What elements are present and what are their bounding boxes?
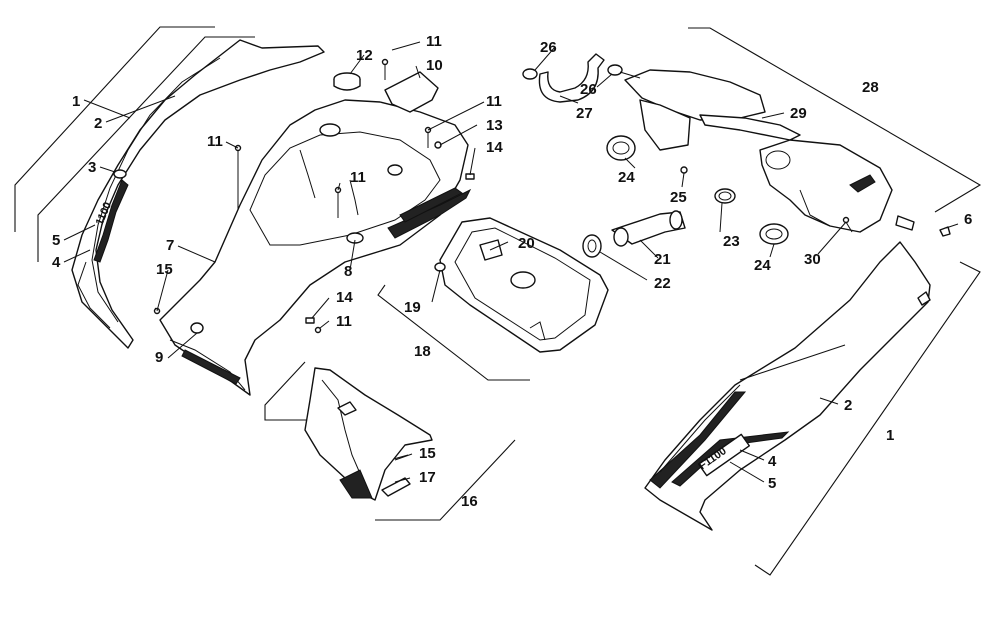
callout-18: 18 <box>414 343 431 360</box>
callout-15-b: 15 <box>419 445 436 462</box>
callout-29: 29 <box>790 105 807 122</box>
callout-22: 22 <box>654 275 671 292</box>
callout-5-left: 5 <box>52 232 60 249</box>
callout-2-right: 2 <box>844 397 852 414</box>
callout-30: 30 <box>804 251 821 268</box>
callout-12: 12 <box>356 47 373 64</box>
callout-3: 3 <box>88 159 96 176</box>
bracket-side-panel-right <box>754 261 981 576</box>
bracket-28 <box>688 27 982 213</box>
assembly-brackets <box>14 26 982 576</box>
callout-4-left: 4 <box>52 254 61 271</box>
callout-11-d: 11 <box>350 169 366 186</box>
callout-11-e: 11 <box>336 313 352 330</box>
hose-and-clamps <box>522 53 641 103</box>
left-side-panel <box>71 39 325 349</box>
bracket-16 <box>375 439 516 521</box>
callout-21: 21 <box>654 251 671 268</box>
callout-4-right: 4 <box>768 453 777 470</box>
callout-2-left: 2 <box>94 115 102 132</box>
callout-7: 7 <box>166 237 174 254</box>
callout-28: 28 <box>862 79 879 96</box>
callout-26-a: 26 <box>540 39 557 56</box>
air-intake-assembly <box>624 69 893 233</box>
bracket-side-panel-left <box>14 26 215 232</box>
intake-ducts <box>582 135 789 258</box>
callout-5-right: 5 <box>768 475 776 492</box>
leader-lines <box>63 41 959 483</box>
callout-11-b: 11 <box>426 33 442 50</box>
callout-15-a: 15 <box>156 261 173 278</box>
callout-25: 25 <box>670 189 687 206</box>
bracket-panel-left <box>37 36 255 262</box>
vent-cap <box>333 72 361 91</box>
bracket-18 <box>377 284 530 381</box>
callout-10: 10 <box>426 57 443 74</box>
callout-9: 9 <box>155 349 163 366</box>
callout-labels: 1 2 3 5 4 7 11 15 9 8 12 11 10 11 13 14 … <box>52 33 972 510</box>
airbox <box>434 217 609 353</box>
callout-8: 8 <box>344 263 352 280</box>
callout-14-b: 14 <box>336 289 353 306</box>
callout-13: 13 <box>486 117 503 134</box>
callout-20: 20 <box>518 235 535 252</box>
callout-24-a: 24 <box>618 169 635 186</box>
bracket-10 <box>384 71 439 113</box>
callout-11-a: 11 <box>207 133 223 150</box>
callout-11-c: 11 <box>486 93 502 110</box>
callout-19: 19 <box>404 299 421 316</box>
callout-16: 16 <box>461 493 478 510</box>
right-side-panel <box>644 241 931 531</box>
hood-assembly <box>159 99 472 396</box>
callout-23: 23 <box>723 233 740 250</box>
callout-17: 17 <box>419 469 436 486</box>
callout-1-right: 1 <box>886 427 894 444</box>
lower-shroud <box>304 367 433 501</box>
callout-27: 27 <box>576 105 593 122</box>
callout-26-b: 26 <box>580 81 597 98</box>
callout-1-left: 1 <box>72 93 80 110</box>
callout-6: 6 <box>964 211 972 228</box>
callout-14-a: 14 <box>486 139 503 156</box>
callout-24-b: 24 <box>754 257 771 274</box>
fastener-30 <box>842 215 915 233</box>
